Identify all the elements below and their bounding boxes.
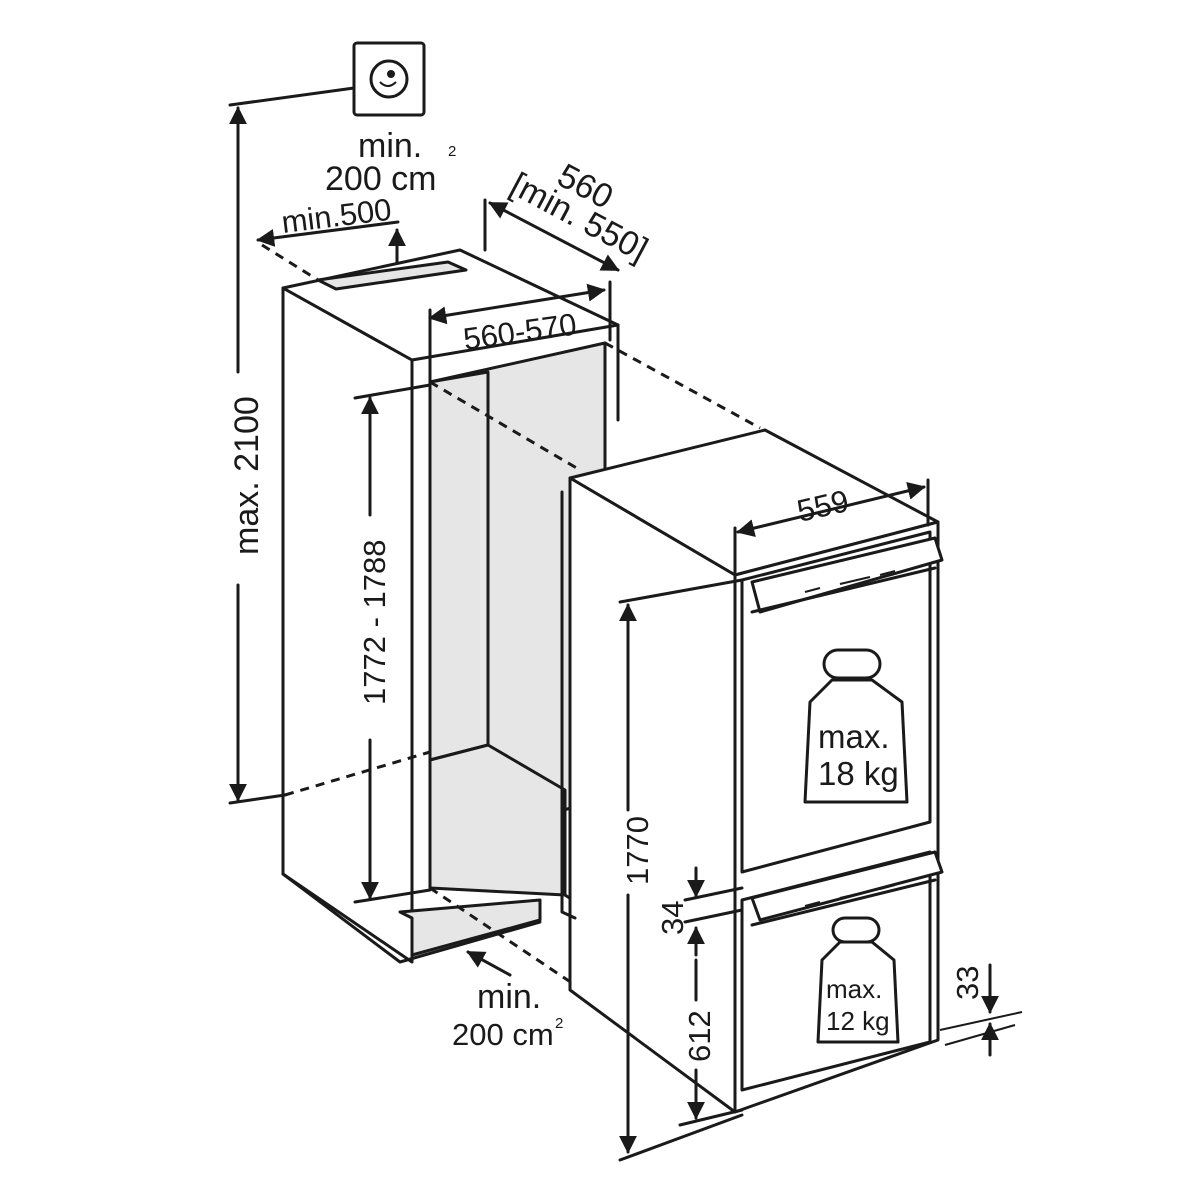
label-max-height: max. 2100 [228, 396, 266, 555]
svg-text:max.: max. [818, 718, 890, 755]
dim-plinth: 33 [939, 963, 1023, 1057]
niche-plinth-vent [398, 898, 542, 957]
socket-icon [369, 59, 409, 99]
svg-text:max.: max. [826, 974, 882, 1004]
svg-text:min.: min. [358, 127, 422, 165]
svg-text:18 kg: 18 kg [818, 755, 899, 792]
niche-cabinet [281, 248, 620, 964]
label-top-clearance: min.500 [280, 192, 394, 240]
dim-niche-height: 1772 - 1788 [353, 383, 432, 904]
dim-gap: 34 [655, 866, 744, 957]
svg-text:200 cm: 200 cm [452, 1017, 554, 1052]
label-niche-height: 1772 - 1788 [357, 540, 392, 705]
svg-text:200 cm: 200 cm [325, 160, 437, 198]
label-plinth: 33 [950, 966, 985, 1000]
svg-text:12 kg: 12 kg [826, 1006, 890, 1036]
appliance-side-flange [560, 490, 577, 920]
svg-text:min.: min. [477, 978, 541, 1016]
svg-text:2: 2 [448, 143, 456, 160]
dim-niche-depth: 560 [min. 550] [483, 157, 654, 272]
niche-left-side-panel [281, 286, 414, 964]
dim-freezer-door: 612 [678, 958, 744, 1127]
bottom-airflow-arrow [466, 950, 512, 977]
alignment-guides [284, 341, 761, 987]
label-gap: 34 [655, 901, 690, 935]
niche-left-inner-wall [428, 370, 490, 762]
vent-bottom-label: min. 200 cm 2 [452, 950, 563, 1052]
lower-control-panel [750, 850, 944, 922]
dim-max-height: max. 2100 [228, 106, 287, 805]
top-vent-opening [316, 260, 468, 291]
appliance [560, 428, 944, 1114]
label-freezer-door: 612 [682, 1010, 717, 1062]
label-appliance-height: 1770 [620, 816, 655, 885]
upper-door [740, 530, 932, 874]
upper-control-panel [750, 536, 944, 614]
dim-appliance-height: 1770 [618, 578, 744, 1162]
niche-floor [428, 743, 567, 897]
power-socket [228, 41, 426, 117]
weight-icon-upper: max. 18 kg [803, 648, 909, 804]
niche-bottom-edge [281, 872, 542, 964]
weight-icon-lower: max. 12 kg [816, 916, 900, 1044]
svg-text:2: 2 [555, 1015, 563, 1032]
vent-top-label: min. 200 cm 2 [325, 127, 456, 198]
